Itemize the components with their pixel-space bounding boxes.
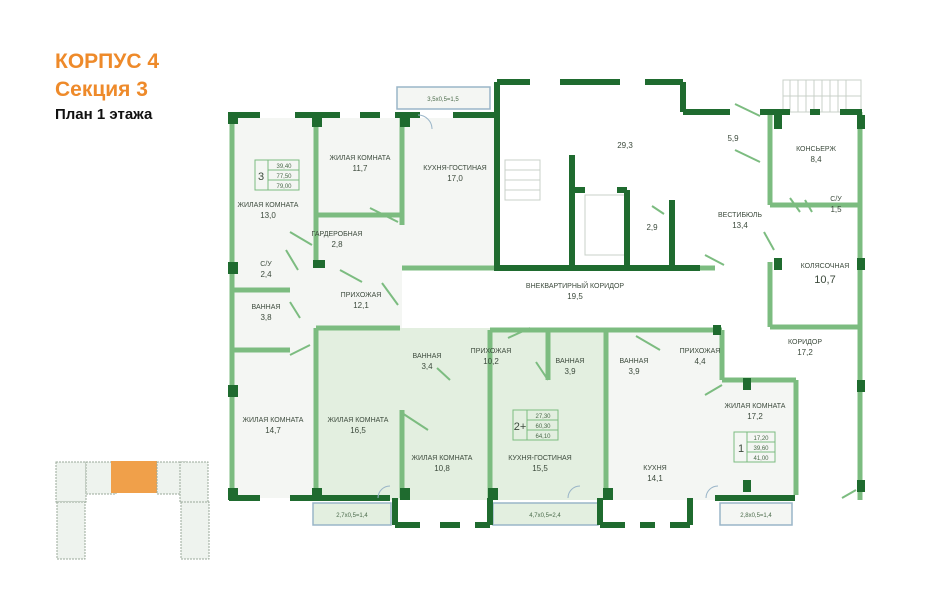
svg-text:КОРИДОР: КОРИДОР [788,339,822,346]
svg-text:ЖИЛАЯ КОМНАТА: ЖИЛАЯ КОМНАТА [328,417,389,424]
svg-text:4,4: 4,4 [694,357,706,366]
svg-text:13,4: 13,4 [732,221,748,230]
columns [228,112,865,500]
svg-text:ВАННАЯ: ВАННАЯ [620,358,649,365]
room-labels: ЖИЛАЯ КОМНАТА 13,0 ЖИЛАЯ КОМНАТА 11,7 КУХН… [238,134,850,483]
svg-text:17,2: 17,2 [747,412,763,421]
svg-text:КОЛЯСОЧНАЯ: КОЛЯСОЧНАЯ [801,263,850,270]
svg-text:КОНСЬЕРЖ: КОНСЬЕРЖ [796,146,836,153]
svg-text:ПРИХОЖАЯ: ПРИХОЖАЯ [341,292,382,299]
svg-text:КУХНЯ-ГОСТИНАЯ: КУХНЯ-ГОСТИНАЯ [423,165,486,172]
svg-text:С/У: С/У [830,196,842,203]
svg-text:8,4: 8,4 [810,155,822,164]
svg-text:17,0: 17,0 [447,174,463,183]
svg-text:ВЕСТИБЮЛЬ: ВЕСТИБЮЛЬ [718,212,762,219]
svg-text:39,40: 39,40 [276,164,292,170]
svg-text:2,4: 2,4 [260,270,272,279]
svg-text:ПРИХОЖАЯ: ПРИХОЖАЯ [471,348,512,355]
svg-text:С/У: С/У [260,261,272,268]
svg-text:29,3: 29,3 [617,141,633,150]
svg-text:ВАННАЯ: ВАННАЯ [252,304,281,311]
svg-text:60,30: 60,30 [535,424,551,430]
svg-text:ЖИЛАЯ КОМНАТА: ЖИЛАЯ КОМНАТА [330,155,391,162]
svg-text:13,0: 13,0 [260,211,276,220]
apt-rooms-2: 2+ [514,421,527,433]
svg-text:3,8: 3,8 [260,313,272,322]
svg-text:ГАРДЕРОБНАЯ: ГАРДЕРОБНАЯ [312,231,363,238]
svg-text:39,60: 39,60 [753,446,769,452]
apt-rooms-3: 3 [258,171,264,183]
svg-text:2,8х0,5=1,4: 2,8х0,5=1,4 [740,513,772,519]
plan-title: План 1 этажа [55,106,153,123]
svg-text:ПРИХОЖАЯ: ПРИХОЖАЯ [680,348,721,355]
svg-text:10,8: 10,8 [434,464,450,473]
svg-text:17,2: 17,2 [797,348,813,357]
svg-text:14,7: 14,7 [265,426,281,435]
svg-text:2,7х0,5=1,4: 2,7х0,5=1,4 [336,513,368,519]
svg-text:41,00: 41,00 [753,456,769,462]
svg-text:2,9: 2,9 [646,223,658,232]
svg-text:15,5: 15,5 [532,464,548,473]
apartment-badge-3 [254,159,300,191]
svg-text:КУХНЯ-ГОСТИНАЯ: КУХНЯ-ГОСТИНАЯ [508,455,571,462]
svg-text:ЖИЛАЯ КОМНАТА: ЖИЛАЯ КОМНАТА [238,202,299,209]
svg-text:12,1: 12,1 [353,301,369,310]
apt-rooms-1: 1 [738,443,744,455]
svg-text:КУХНЯ: КУХНЯ [643,465,666,472]
svg-text:14,1: 14,1 [647,474,663,483]
svg-text:10,7: 10,7 [814,274,835,286]
svg-text:10,2: 10,2 [483,357,499,366]
apartment-badge-2 [512,409,559,441]
svg-text:17,20: 17,20 [753,436,769,442]
svg-text:3,9: 3,9 [564,367,576,376]
title-block: КОРПУС 4 Секция 3 План 1 этажа [55,48,159,126]
section-title: Секция 3 [55,78,148,101]
svg-text:5,9: 5,9 [727,134,739,143]
svg-text:77,50: 77,50 [276,174,292,180]
svg-text:ЖИЛАЯ КОМНАТА: ЖИЛАЯ КОМНАТА [412,455,473,462]
svg-text:4,7х0,5=2,4: 4,7х0,5=2,4 [529,513,561,519]
svg-text:11,7: 11,7 [353,164,369,173]
svg-text:27,30: 27,30 [535,414,551,420]
svg-text:3,4: 3,4 [421,362,433,371]
highlighted-section[interactable] [111,461,157,493]
building-title: КОРПУС 4 [55,50,159,73]
svg-text:ВАННАЯ: ВАННАЯ [556,358,585,365]
balcony-labels: 3,5х0,5=1,5 2,7х0,5=1,4 4,7х0,5=2,4 2,8х… [336,97,772,519]
section-minimap[interactable] [55,461,210,560]
svg-text:3,9: 3,9 [628,367,640,376]
svg-text:ЖИЛАЯ КОМНАТА: ЖИЛАЯ КОМНАТА [725,403,786,410]
svg-text:ВАННАЯ: ВАННАЯ [413,353,442,360]
svg-text:3,5х0,5=1,5: 3,5х0,5=1,5 [427,97,459,103]
svg-text:2,8: 2,8 [331,240,343,249]
svg-text:64,10: 64,10 [535,434,551,440]
doors [285,103,857,499]
svg-text:ВНЕКВАРТИРНЫЙ КОРИДОР: ВНЕКВАРТИРНЫЙ КОРИДОР [526,281,624,290]
svg-text:ЖИЛАЯ КОМНАТА: ЖИЛАЯ КОМНАТА [243,417,304,424]
svg-text:16,5: 16,5 [350,426,366,435]
svg-text:79,00: 79,00 [276,184,292,190]
apartment-badge-1 [733,431,776,463]
svg-text:19,5: 19,5 [567,292,583,301]
svg-text:1,5: 1,5 [830,205,842,214]
